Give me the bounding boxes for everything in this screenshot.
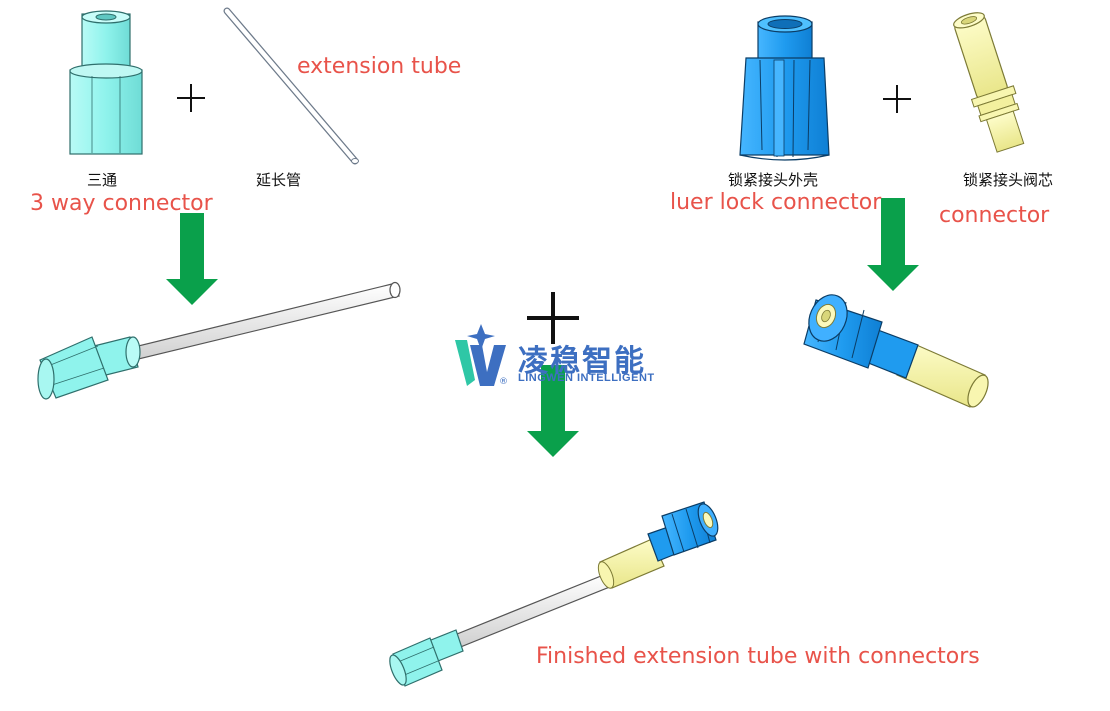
- luer-lock-core-part: [953, 12, 1025, 153]
- extension-tube-label-en: extension tube: [297, 54, 462, 79]
- luer-core-label-cn: 锁紧接头阀芯: [963, 171, 1054, 189]
- plus-sign-top-left: [177, 84, 205, 112]
- logo-name-cn: 凌稳智能: [518, 344, 646, 379]
- three-way-label-cn: 三通: [87, 171, 118, 189]
- arrow-down-center: [527, 365, 579, 457]
- luer-lock-label-en: luer lock connector: [670, 190, 882, 215]
- lingwen-logo-mark: [455, 324, 506, 386]
- logo-registered-mark: ®: [499, 377, 508, 387]
- luer-lock-shell-part: [739, 15, 830, 161]
- arrow-down-left: [166, 213, 218, 305]
- luer-lock-assembly: [803, 294, 989, 408]
- finished-assembly: [389, 501, 719, 687]
- arrow-down-right: [867, 198, 919, 291]
- three-way-tube-assembly: [37, 281, 401, 400]
- luer-shell-label-cn: 锁紧接头外壳: [728, 171, 819, 189]
- plus-sign-center: [527, 292, 579, 344]
- connector-label-en: connector: [939, 203, 1050, 228]
- plus-sign-top-right: [883, 85, 911, 113]
- logo-name-en: LINGWEN INTELLIGENT: [518, 372, 655, 384]
- finished-label-en: Finished extension tube with connectors: [536, 644, 980, 669]
- three-way-connector-part: [69, 10, 143, 155]
- extension-tube-label-cn: 延长管: [256, 171, 302, 189]
- three-way-label-en: 3 way connector: [30, 191, 213, 216]
- extension-tube-part: [223, 7, 359, 165]
